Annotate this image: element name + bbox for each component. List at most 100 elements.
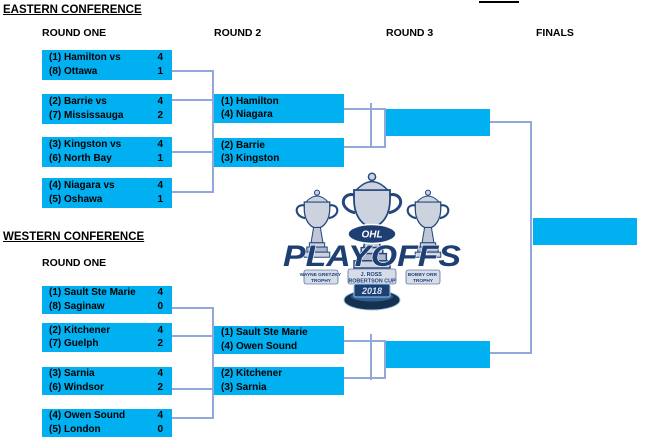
bracket-connector-line	[344, 108, 386, 110]
team-label: (3) Kingston	[221, 153, 280, 165]
matchup-row: (6) Windsor 2	[49, 382, 163, 394]
round-one-west-header: ROUND ONE	[42, 257, 107, 269]
team-label: (1) Sault Ste Marie	[221, 327, 308, 339]
bracket-connector-line	[172, 151, 214, 153]
team-label: (2) Barrie vs	[49, 96, 107, 107]
matchup-row: (8) Saginaw 0	[49, 301, 163, 313]
bracket-connector-line	[344, 340, 386, 342]
matchup-row: (3) Kingston	[221, 153, 335, 165]
series-score: 2	[157, 110, 163, 121]
bracket-connector-line	[172, 70, 214, 72]
round-one-east-header: ROUND ONE	[42, 27, 107, 39]
bobby-orr-trophy-label: BOBBY ORR TROPHY	[408, 272, 439, 284]
matchup-east-r1-3[interactable]: (3) Kingston vs 4 (6) North Bay 1	[42, 137, 172, 167]
west-final-winner-box[interactable]	[386, 341, 490, 368]
matchup-west-r2-1[interactable]: (1) Sault Ste Marie (4) Owen Sound	[214, 326, 344, 354]
series-score: 4	[157, 180, 163, 191]
matchup-row: (2) Kitchener	[221, 368, 335, 380]
series-score: 0	[157, 423, 163, 435]
series-score: 4	[157, 96, 163, 107]
bracket-connector-line	[172, 191, 214, 193]
matchup-row: (1) Hamilton vs 4	[49, 52, 163, 64]
matchup-row: (4) Owen Sound	[221, 341, 335, 353]
team-label: (8) Ottawa	[49, 66, 98, 77]
bracket-connector-line	[212, 70, 214, 193]
bracket-connector-line	[490, 352, 532, 354]
team-label: (2) Kitchener	[49, 324, 111, 336]
matchup-row: (1) Sault Ste Marie 4	[49, 287, 163, 299]
series-score: 4	[157, 368, 163, 380]
bracket-connector-line	[172, 335, 214, 337]
team-label: (5) Oshawa	[49, 194, 103, 205]
team-label: (6) North Bay	[49, 153, 112, 164]
wayne-gretzky-trophy-label: WAYNE GRETZKY TROPHY	[300, 272, 343, 284]
team-label: (2) Barrie	[221, 139, 265, 151]
bracket-connector-line	[490, 121, 532, 123]
ohl-oval-icon	[347, 223, 397, 245]
matchup-east-r2-2[interactable]: (2) Barrie (3) Kingston	[214, 138, 344, 167]
matchup-east-r2-1[interactable]: (1) Hamilton (4) Niagara	[214, 94, 344, 123]
series-score: 1	[157, 153, 163, 164]
east-final-winner-box[interactable]	[386, 109, 490, 136]
bracket-connector-line	[384, 340, 386, 379]
team-label: (8) Saginaw	[49, 300, 105, 312]
matchup-row: (5) Oshawa 1	[49, 194, 163, 206]
bracket-connector-line	[384, 108, 386, 148]
bracket-connector-line	[370, 103, 372, 148]
round-two-header: ROUND 2	[214, 27, 262, 39]
year-text: 2018	[361, 286, 382, 296]
series-score: 4	[157, 287, 163, 299]
championship-winner-box[interactable]	[533, 218, 637, 245]
left-trophy-plaque	[303, 269, 339, 285]
team-label: (6) Windsor	[49, 381, 104, 393]
ohl-playoffs-logo: OHL PLAYOFFS WAYNE GRETZKY TROPHY J. ROS…	[282, 172, 462, 311]
series-score: 4	[157, 139, 163, 150]
series-score: 4	[157, 410, 163, 422]
team-label: (4) Owen Sound	[49, 410, 126, 422]
j-ross-robertson-cup-label: J. ROSS ROBERTSON CUP	[348, 272, 396, 285]
bracket-connector-line	[172, 388, 214, 390]
team-label: (4) Niagara	[221, 109, 273, 121]
team-label: (1) Hamilton vs	[49, 52, 121, 63]
matchup-row: (1) Sault Ste Marie	[221, 327, 335, 339]
team-label: (7) Guelph	[49, 338, 99, 350]
team-label: (3) Sarnia	[49, 368, 95, 380]
team-label: (2) Kitchener	[221, 368, 283, 380]
bracket-connector-line	[212, 307, 214, 419]
matchup-west-r1-3[interactable]: (3) Sarnia 4 (6) Windsor 2	[42, 367, 172, 395]
matchup-west-r1-1[interactable]: (1) Sault Ste Marie 4 (8) Saginaw 0	[42, 286, 172, 314]
bracket-connector-line	[172, 99, 214, 101]
matchup-row: (1) Hamilton	[221, 96, 335, 108]
round-three-header: ROUND 3	[386, 27, 434, 39]
bracket-connector-line	[172, 417, 214, 419]
matchup-west-r2-2[interactable]: (2) Kitchener (3) Sarnia	[214, 367, 344, 395]
series-score: 0	[157, 300, 163, 312]
matchup-row: (3) Sarnia 4	[49, 368, 163, 380]
western-conference-title: WESTERN CONFERENCE	[3, 231, 145, 243]
bracket-connector-line	[530, 121, 532, 354]
series-score: 1	[157, 194, 163, 205]
matchup-row: (4) Niagara	[221, 109, 335, 121]
team-label: (3) Sarnia	[221, 381, 267, 393]
matchup-row: (4) Owen Sound 4	[49, 410, 163, 422]
series-score: 4	[157, 52, 163, 63]
team-label: (1) Sault Ste Marie	[49, 287, 136, 299]
matchup-row: (6) North Bay 1	[49, 153, 163, 165]
finals-header: FINALS	[536, 27, 574, 39]
team-label: (3) Kingston vs	[49, 139, 122, 150]
eastern-conference-title: EASTERN CONFERENCE	[3, 4, 142, 16]
team-label: (4) Owen Sound	[221, 340, 298, 352]
team-label: (1) Hamilton	[221, 95, 279, 107]
series-score: 2	[157, 381, 163, 393]
